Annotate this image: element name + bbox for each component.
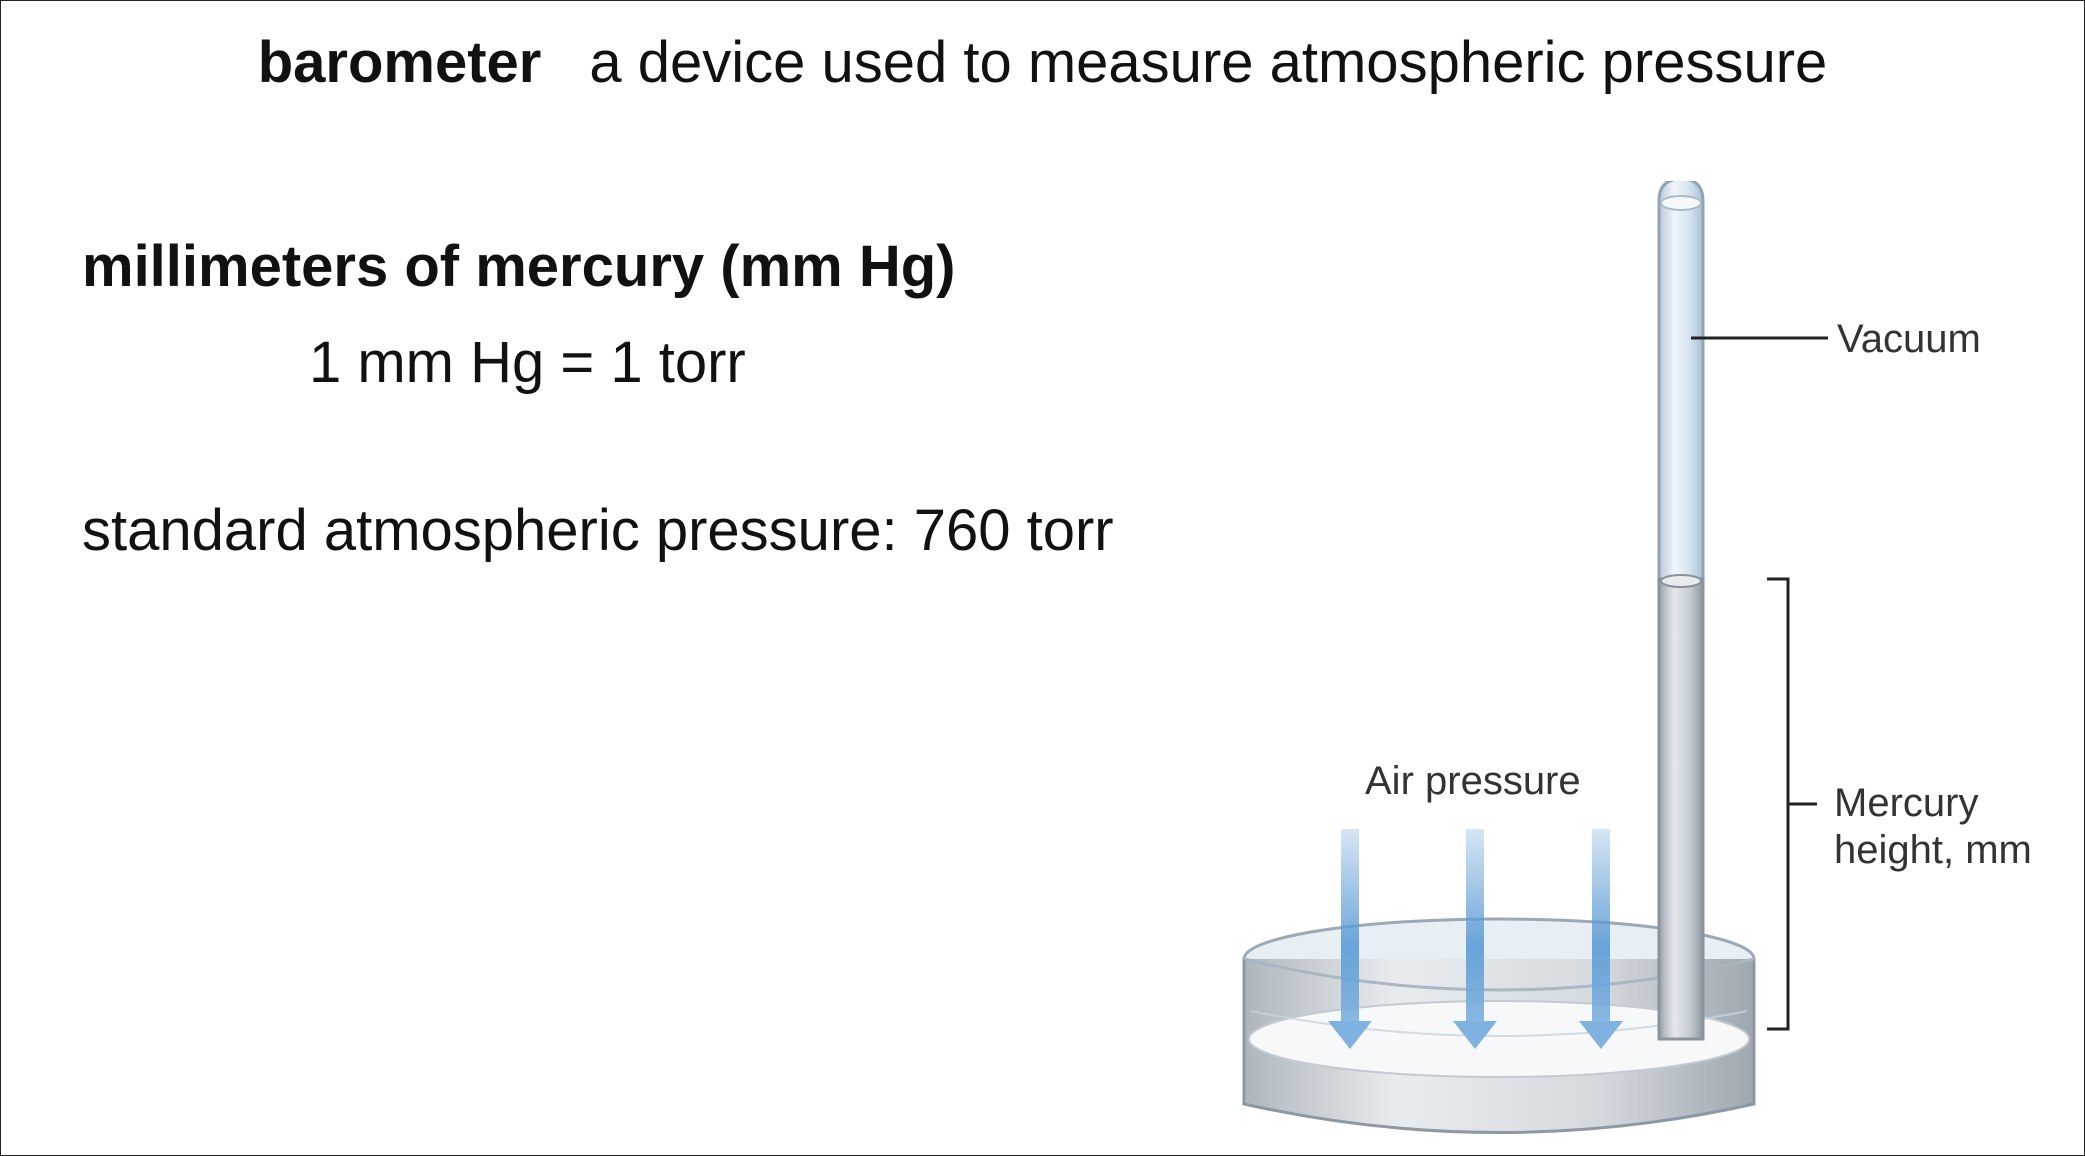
air-pressure-arrows [1328, 829, 1623, 1049]
mercury-height-bracket [1767, 577, 1817, 1031]
unit-heading: millimeters of mercury (mm Hg) [82, 234, 956, 299]
mercury-dish [1242, 917, 1756, 1134]
air-pressure-arrow [1453, 829, 1497, 1049]
air-pressure-arrow [1328, 829, 1372, 1049]
mercury-height-label-line2: height, mm [1834, 828, 2032, 872]
barometer-tube [1657, 181, 1705, 1041]
air-pressure-arrow [1579, 829, 1623, 1049]
barometer-diagram: Vacuum Air pressure Mercury height, mm [1201, 181, 2081, 1151]
vacuum-label: Vacuum [1837, 317, 1981, 361]
term-definition: a device used to measure atmospheric pre… [589, 30, 1828, 95]
term-barometer: barometer [257, 30, 542, 95]
mercury-height-label-line1: Mercury [1834, 781, 1978, 825]
slide-title: barometer a device used to measure atmosp… [1, 23, 2084, 103]
standard-pressure: standard atmospheric pressure: 760 torr [82, 498, 1114, 563]
air-pressure-label: Air pressure [1365, 759, 1581, 803]
unit-equivalence: 1 mm Hg = 1 torr [309, 330, 746, 395]
